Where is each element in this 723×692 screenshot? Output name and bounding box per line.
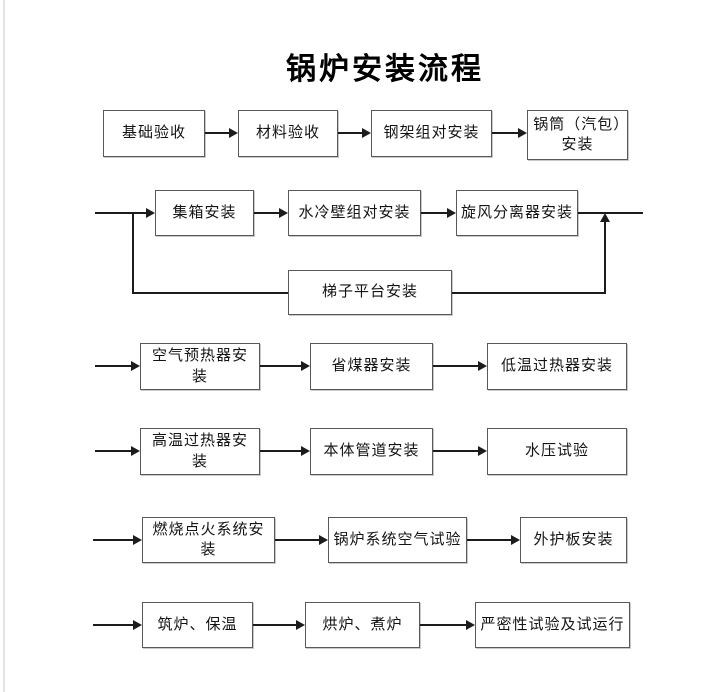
arrowhead-right-icon (518, 128, 527, 138)
node-material-acceptance: 材料验收 (238, 110, 338, 157)
arrowhead-right-icon (229, 128, 238, 138)
arrowhead-right-icon (466, 620, 475, 630)
connector-r4-entry-line (95, 450, 133, 452)
connector-r1-1-line (205, 132, 230, 134)
connector-r2-1-line (254, 212, 280, 214)
connector-r3-entry-line (95, 365, 133, 367)
connector-r6-entry-line (93, 624, 134, 626)
arrowhead-right-icon (478, 446, 487, 456)
connector-r3-2-line (433, 365, 479, 367)
connector-branch-down-line (132, 212, 134, 294)
node-tightness-test-trial-run: 严密性试验及试运行 (475, 602, 630, 648)
connector-ladder-in-line (132, 292, 288, 294)
node-boiler-air-test: 锅炉系统空气试验 (328, 517, 467, 563)
node-ladder-platform: 梯子平台安装 (288, 270, 452, 315)
node-low-temp-superheater: 低温过热器安装 (487, 343, 627, 390)
page-title: 锅炉安装流程 (286, 53, 484, 86)
connector-r1-3-line (492, 132, 519, 134)
node-air-preheater: 空气预热器安装 (140, 343, 260, 390)
arrowhead-right-icon (511, 535, 520, 545)
arrowhead-right-icon (296, 620, 305, 630)
page-edge-line (3, 0, 5, 692)
arrowhead-right-icon (133, 535, 142, 545)
node-water-wall-assembly: 水冷壁组对安装 (288, 190, 421, 236)
connector-r5-1-line (275, 539, 320, 541)
node-hydraulic-test: 水压试验 (487, 428, 627, 475)
connector-r1-2-line (338, 132, 363, 134)
arrowhead-right-icon (362, 128, 371, 138)
connector-r4-1-line (260, 450, 302, 452)
connector-r2-exit-line (578, 212, 643, 214)
node-foundation-acceptance: 基础验收 (103, 110, 205, 157)
connector-r2-entry-line (95, 212, 147, 214)
connector-r4-2-line (433, 450, 479, 452)
connector-branch-up-line (604, 222, 606, 294)
arrowhead-right-icon (279, 208, 288, 218)
arrowhead-right-icon (131, 446, 140, 456)
node-high-temp-superheater: 高温过热器安装 (140, 428, 260, 475)
connector-ladder-out-line (452, 292, 606, 294)
node-drum-installation: 锅筒（汽包）安装 (527, 110, 628, 160)
connector-r6-2-line (420, 624, 467, 626)
connector-r3-1-line (260, 365, 302, 367)
connector-r5-entry-line (93, 539, 134, 541)
arrowhead-right-icon (146, 208, 155, 218)
node-economizer: 省煤器安装 (310, 343, 433, 390)
connector-r5-2-line (467, 539, 512, 541)
arrowhead-right-icon (319, 535, 328, 545)
node-cyclone-separator: 旋风分离器安装 (456, 190, 578, 236)
node-header-installation: 集箱安装 (155, 190, 254, 236)
arrowhead-right-icon (131, 361, 140, 371)
connector-r2-2-line (421, 212, 448, 214)
arrowhead-right-icon (447, 208, 456, 218)
connector-r6-1-line (253, 624, 297, 626)
node-furnace-drying-boiling: 烘炉、煮炉 (305, 602, 420, 648)
node-outer-casing: 外护板安装 (520, 517, 627, 563)
node-steel-frame-assembly: 钢架组对安装 (371, 110, 492, 157)
arrowhead-right-icon (478, 361, 487, 371)
node-ignition-system: 燃烧点火系统安装 (142, 517, 275, 563)
node-body-piping: 本体管道安装 (310, 428, 433, 475)
arrowhead-right-icon (133, 620, 142, 630)
arrowhead-up-icon (600, 213, 610, 222)
arrowhead-right-icon (301, 361, 310, 371)
arrowhead-right-icon (301, 446, 310, 456)
node-furnace-building-insulation: 筑炉、保温 (142, 602, 253, 648)
